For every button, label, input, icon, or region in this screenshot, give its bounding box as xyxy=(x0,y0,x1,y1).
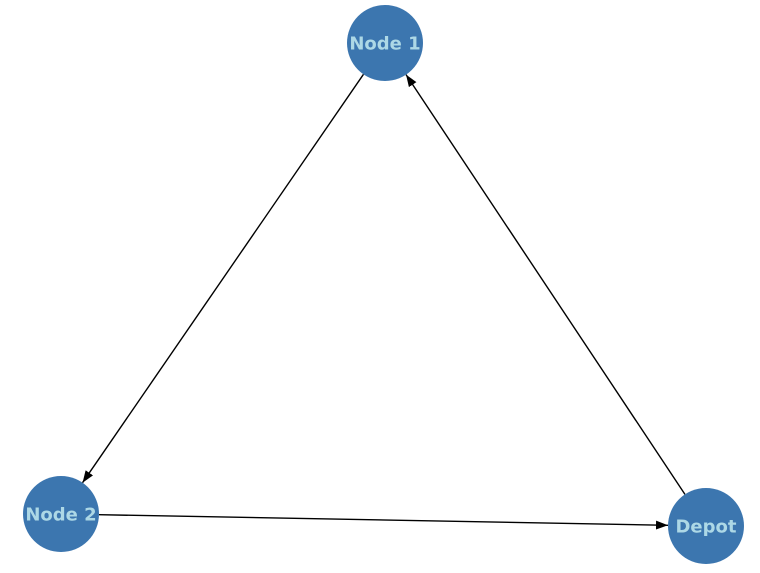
edge-node-1-to-node-2 xyxy=(81,73,365,484)
edge-depot-to-node-1 xyxy=(405,74,686,495)
node-depot xyxy=(668,488,744,564)
edge-node-2-to-depot xyxy=(98,514,669,530)
node-node-1 xyxy=(347,5,423,81)
node-node-2 xyxy=(23,476,99,552)
